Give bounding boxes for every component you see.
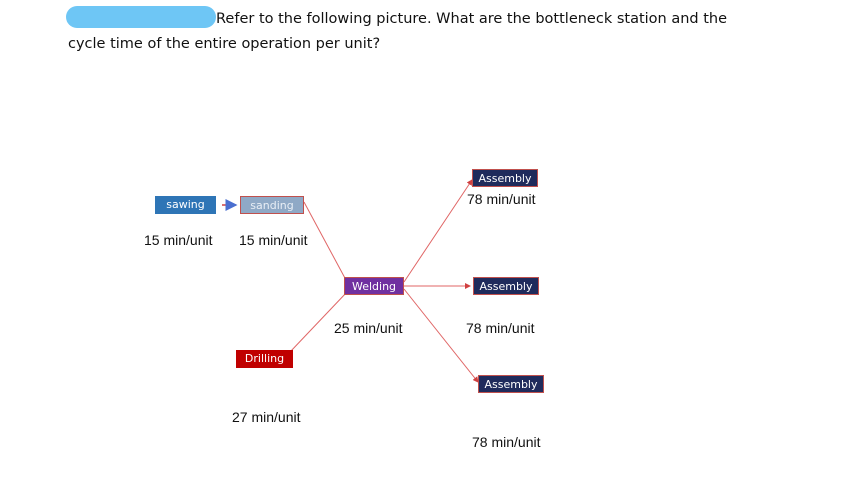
station-drilling: Drilling [236,350,293,368]
time-assembly-2: 78 min/unit [466,320,535,336]
station-sawing: sawing [155,196,216,214]
line-welding-to-assembly-3 [403,288,479,383]
time-drilling: 27 min/unit [232,409,301,425]
question-text-block: Refer to the following picture. What are… [0,0,852,60]
station-assembly-2: Assembly [473,277,539,295]
time-assembly-3: 78 min/unit [472,434,541,450]
line-welding-to-assembly-1 [403,179,473,283]
station-sanding: sanding [240,196,304,214]
line-sanding-to-welding [303,201,347,281]
line-drilling-to-welding [289,291,348,353]
redaction-mark [66,6,216,28]
time-assembly-1: 78 min/unit [467,191,536,207]
question-line-1: Refer to the following picture. What are… [216,11,728,27]
time-welding: 25 min/unit [334,320,403,336]
station-assembly-1: Assembly [472,169,538,187]
time-sanding: 15 min/unit [239,232,308,248]
question-line-2: cycle time of the entire operation per u… [68,36,381,52]
station-assembly-3: Assembly [478,375,544,393]
time-sawing: 15 min/unit [144,232,213,248]
station-welding: Welding [344,277,404,295]
